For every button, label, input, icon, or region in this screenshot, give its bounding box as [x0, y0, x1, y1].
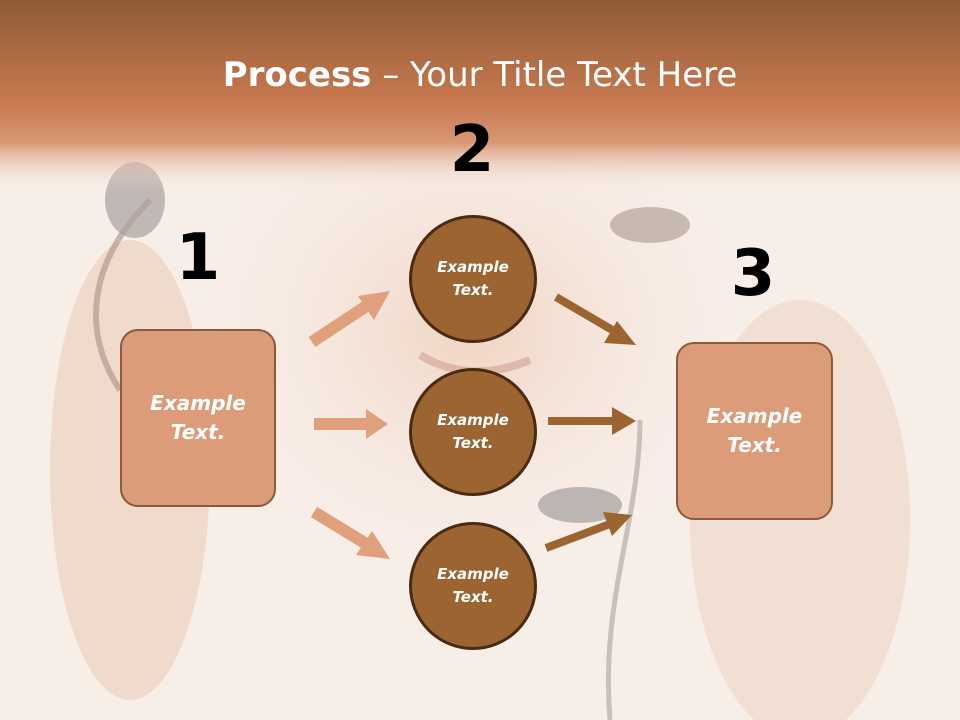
step-number-3: 3	[730, 237, 776, 311]
step-number-2: 2	[449, 113, 495, 187]
arrow-to-middle	[314, 409, 388, 439]
slide-title: Process – Your Title Text Here	[222, 55, 738, 95]
step-number-1: 1	[175, 221, 221, 295]
step-1-box: Example Text.	[120, 329, 276, 507]
arrow-from-top	[553, 293, 636, 345]
arrow-to-top	[308, 291, 390, 348]
arrow-from-middle	[548, 407, 636, 435]
step-2-circle-top: Example Text.	[409, 215, 537, 343]
step-3-box: Example Text.	[676, 342, 833, 520]
step-2-circle-middle: Example Text.	[409, 368, 537, 496]
step-2-circle-bottom: Example Text.	[409, 522, 537, 650]
arrow-to-bottom	[310, 506, 390, 559]
arrow-from-bottom	[544, 512, 632, 552]
